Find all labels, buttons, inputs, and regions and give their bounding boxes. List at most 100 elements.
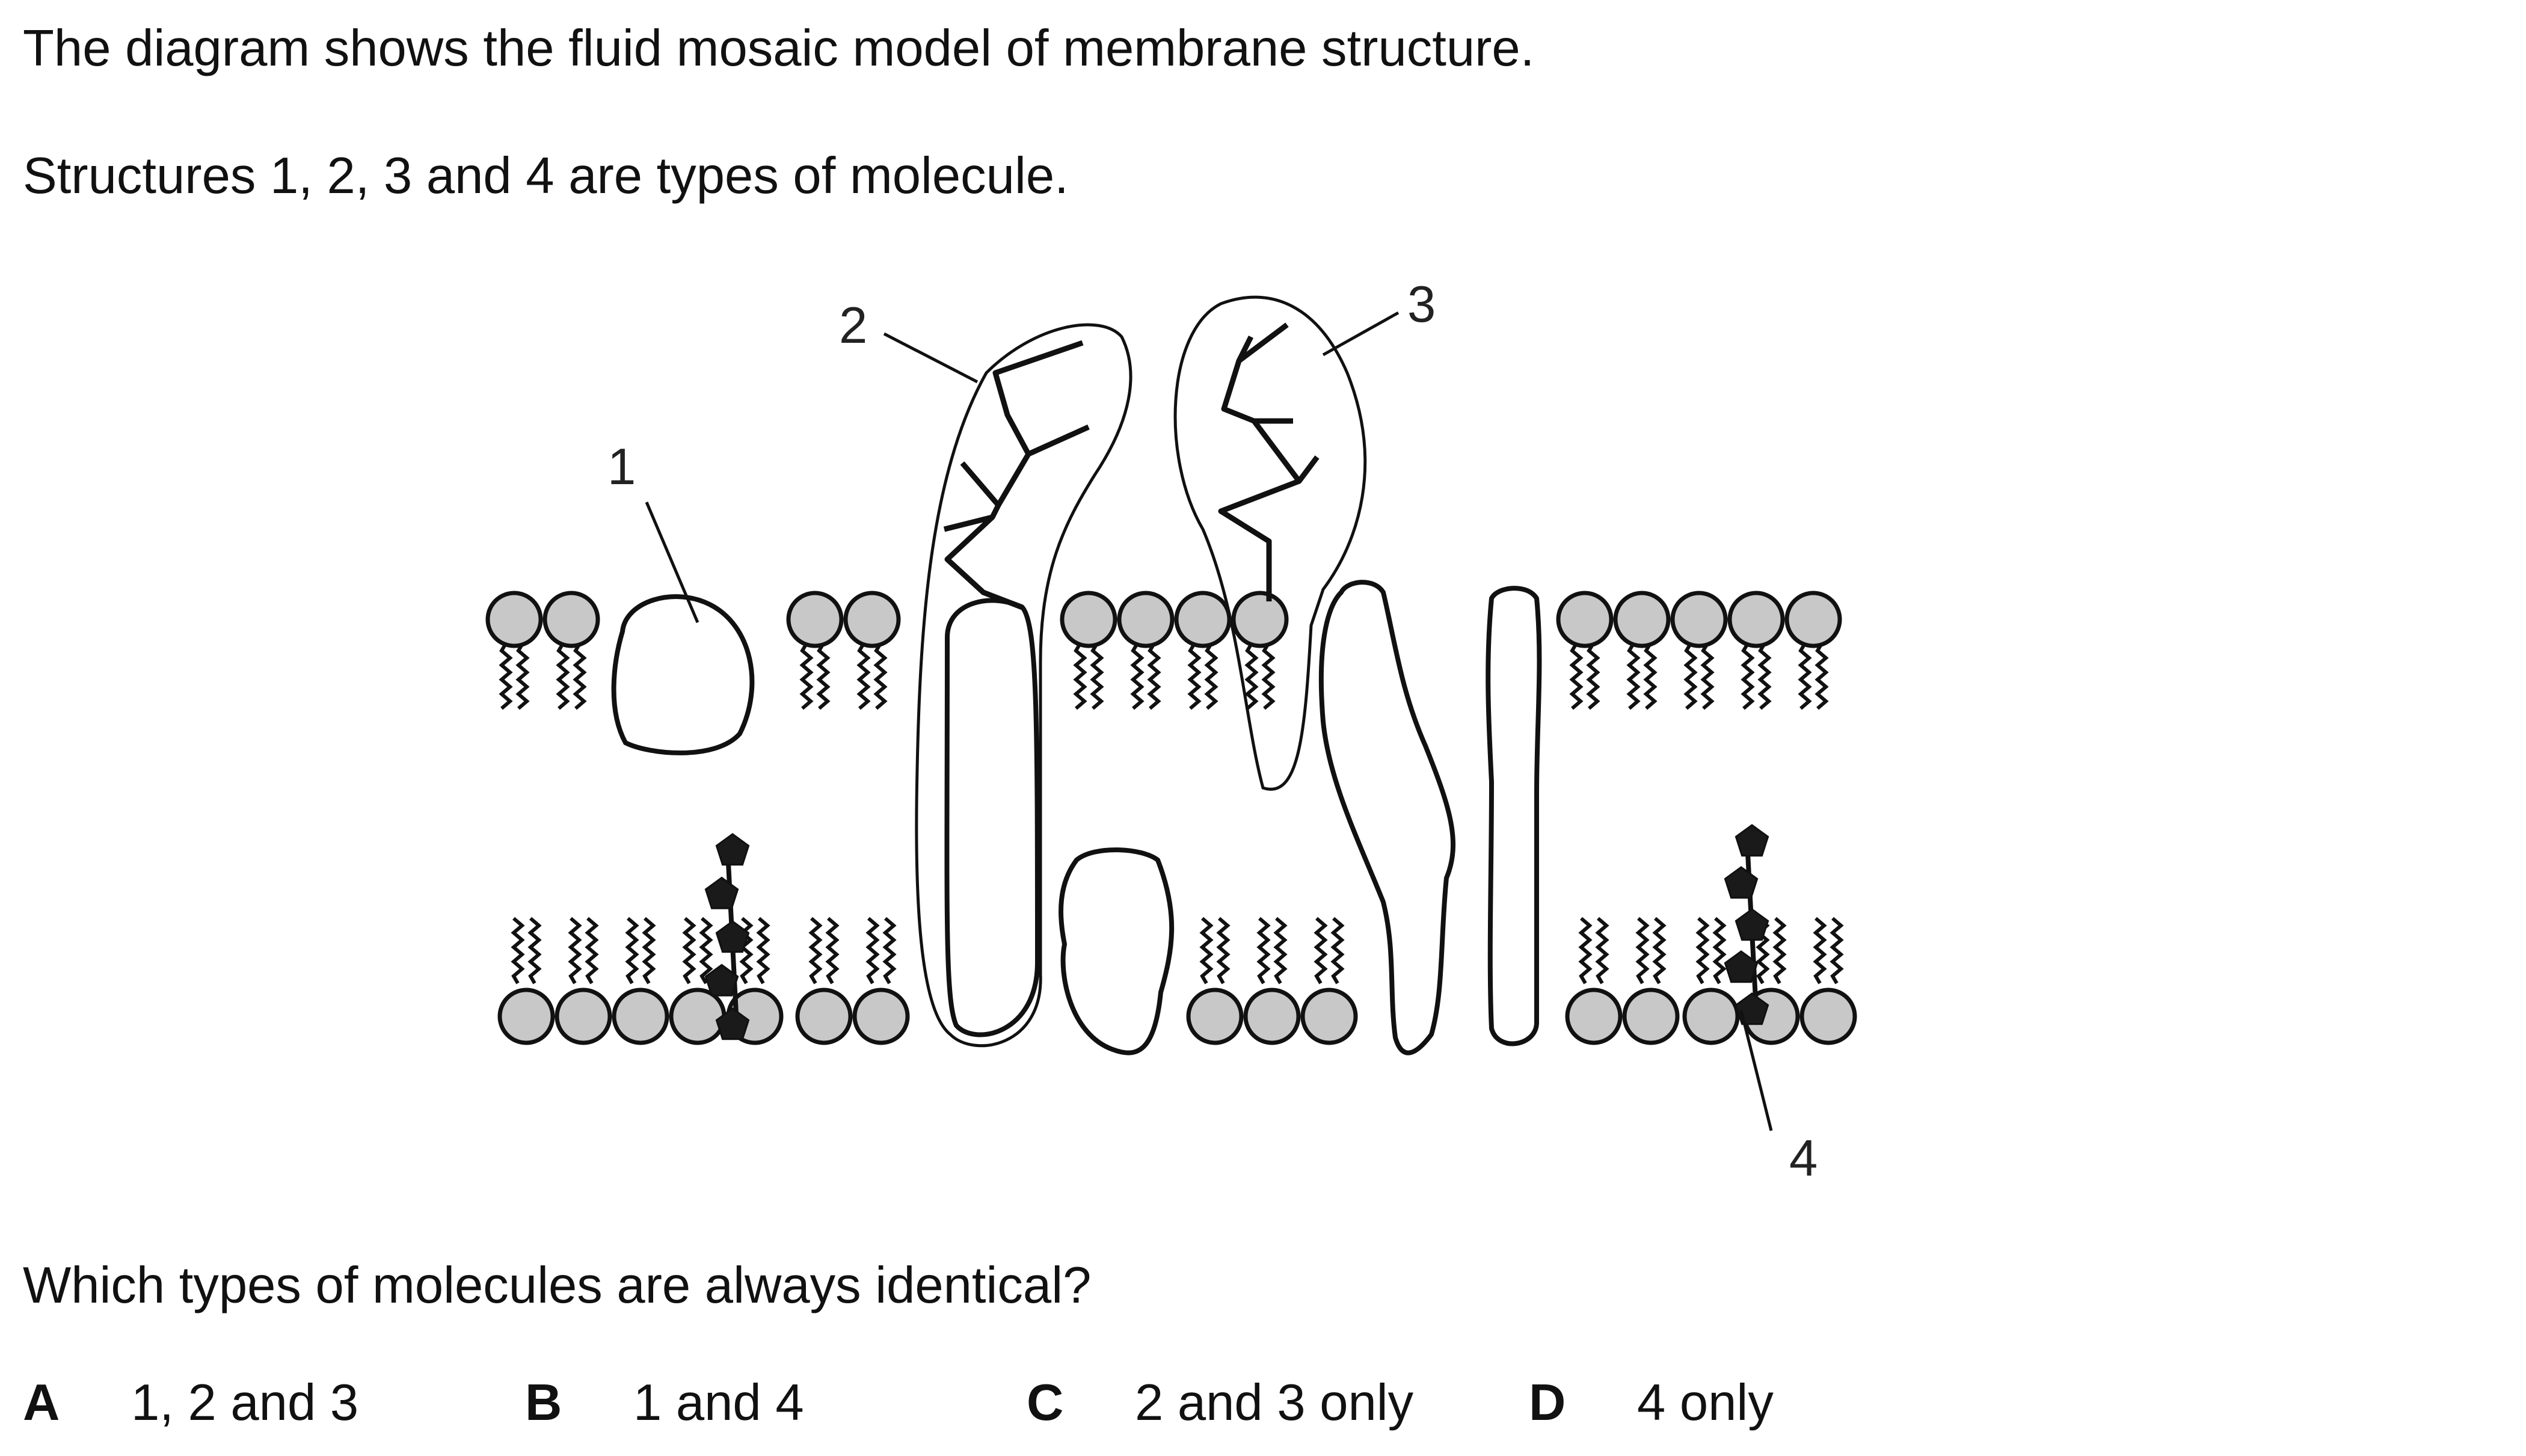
fatty-acid-tail	[1572, 644, 1581, 708]
label-3: 3	[1407, 276, 1436, 333]
fatty-acid-tail	[1207, 644, 1215, 708]
sterol-ring	[1735, 824, 1769, 857]
fatty-acid-tail	[571, 918, 579, 983]
phosphate-head	[1613, 591, 1671, 648]
fatty-acid-tail	[1202, 918, 1211, 983]
leader-line-1	[645, 502, 699, 623]
fatty-acid-tail	[828, 918, 837, 983]
fatty-acid-tail	[1638, 918, 1647, 983]
fatty-acid-tail	[1801, 644, 1809, 708]
sterol-ring	[1724, 866, 1759, 899]
fatty-acid-tail	[1133, 644, 1142, 708]
glycoprotein-carbohydrate-chain	[943, 340, 1090, 610]
glycolipid-envelope-3	[1173, 295, 1367, 791]
phosphate-head	[1565, 988, 1623, 1045]
fatty-acid-tail	[502, 644, 510, 708]
leader-line-2	[883, 332, 979, 384]
option-c[interactable]: C 2 and 3 only	[0, 1377, 2526, 1437]
phosphate-head	[852, 988, 910, 1045]
fatty-acid-tail	[1581, 918, 1590, 983]
fatty-acid-tail	[819, 644, 828, 708]
fatty-acid-tail	[1655, 918, 1664, 983]
option-d-text: 4 only	[1637, 1374, 1774, 1431]
option-a-letter: A	[23, 1374, 60, 1431]
glycolipid-carbohydrate-chain	[1218, 322, 1320, 601]
fatty-acid-tail	[876, 644, 885, 708]
fatty-acid-tail	[1686, 644, 1695, 708]
fatty-acid-tail	[1629, 644, 1638, 708]
phosphate-head	[1622, 988, 1680, 1045]
phosphate-head	[1300, 988, 1358, 1045]
phosphate-head	[542, 591, 600, 648]
option-a-text: 1, 2 and 3	[131, 1374, 359, 1431]
fatty-acid-tail	[1093, 644, 1101, 708]
fatty-acid-tail	[1259, 918, 1268, 983]
fatty-acid-tail	[576, 644, 584, 708]
sterol-ring	[704, 963, 739, 997]
phosphate-head	[485, 591, 543, 648]
fatty-acid-tail	[518, 644, 527, 708]
option-a[interactable]: A 1, 2 and 3	[0, 1377, 2526, 1437]
option-d-letter: D	[1529, 1374, 1566, 1431]
phosphate-head	[1117, 591, 1175, 648]
fatty-acid-tail	[1219, 918, 1228, 983]
fatty-acid-tail	[868, 918, 877, 983]
phosphate-head	[795, 988, 853, 1045]
fatty-acid-tail	[645, 918, 653, 983]
phosphate-head	[1784, 591, 1842, 648]
phosphate-head	[1670, 591, 1728, 648]
label-4: 4	[1789, 1130, 1818, 1187]
fatty-acid-tail	[588, 918, 596, 983]
leader-line-3	[1322, 311, 1400, 357]
sterol-ring	[1724, 950, 1759, 983]
fatty-acid-tail	[1598, 918, 1606, 983]
fatty-acid-tail	[1818, 644, 1826, 708]
fatty-acid-tail	[1589, 644, 1597, 708]
fatty-acid-tail	[885, 918, 894, 983]
fatty-acid-tail	[628, 918, 636, 983]
fatty-acid-tail	[514, 918, 522, 983]
intro-line-2: Structures 1, 2, 3 and 4 are types of mo…	[23, 147, 1069, 204]
option-c-letter: C	[1027, 1374, 1064, 1431]
phosphate-head	[1186, 988, 1244, 1045]
phosphate-head	[1174, 591, 1232, 648]
fatty-acid-tail	[1646, 644, 1655, 708]
cholesterol-left	[704, 833, 750, 1040]
sterol-ring	[1735, 908, 1769, 941]
option-c-text: 2 and 3 only	[1135, 1374, 1414, 1431]
fatty-acid-tail	[859, 644, 868, 708]
option-b[interactable]: B 1 and 4	[0, 1377, 2526, 1437]
sterol-ring	[704, 876, 739, 909]
fatty-acid-tail	[1264, 644, 1273, 708]
leader-line-4	[1739, 1010, 1773, 1131]
label-2: 2	[839, 297, 867, 354]
cholesterol-right	[1724, 824, 1769, 1025]
fatty-acid-tail	[559, 644, 567, 708]
option-b-letter: B	[525, 1374, 562, 1431]
fatty-acid-tail	[802, 644, 811, 708]
peripheral-protein-1	[611, 594, 755, 755]
phosphate-head	[1060, 591, 1117, 648]
fatty-acid-tail	[1190, 644, 1199, 708]
option-d[interactable]: D 4 only	[0, 1377, 2526, 1437]
question-text: Which types of molecules are always iden…	[23, 1257, 1092, 1314]
phosphate-head	[786, 591, 844, 648]
upper-phospholipid-layer	[485, 591, 1842, 708]
phosphate-head	[1727, 591, 1785, 648]
label-1: 1	[607, 438, 636, 496]
fatty-acid-tail	[1247, 644, 1256, 708]
fatty-acid-tail	[1833, 918, 1841, 983]
option-b-text: 1 and 4	[633, 1374, 804, 1431]
sterol-ring	[715, 833, 750, 866]
fatty-acid-tail	[1744, 644, 1752, 708]
fatty-acid-tail	[1816, 918, 1824, 983]
glycoprotein-protein-2	[944, 598, 1040, 1037]
fatty-acid-tail	[1760, 644, 1769, 708]
transmembrane-protein-tall	[1486, 586, 1542, 1046]
phosphate-head	[669, 988, 727, 1045]
phosphate-head	[497, 988, 555, 1045]
lower-phospholipid-layer	[497, 918, 1857, 1045]
phosphate-head	[555, 988, 612, 1045]
fatty-acid-tail	[1276, 918, 1285, 983]
fatty-acid-tail	[1076, 644, 1084, 708]
